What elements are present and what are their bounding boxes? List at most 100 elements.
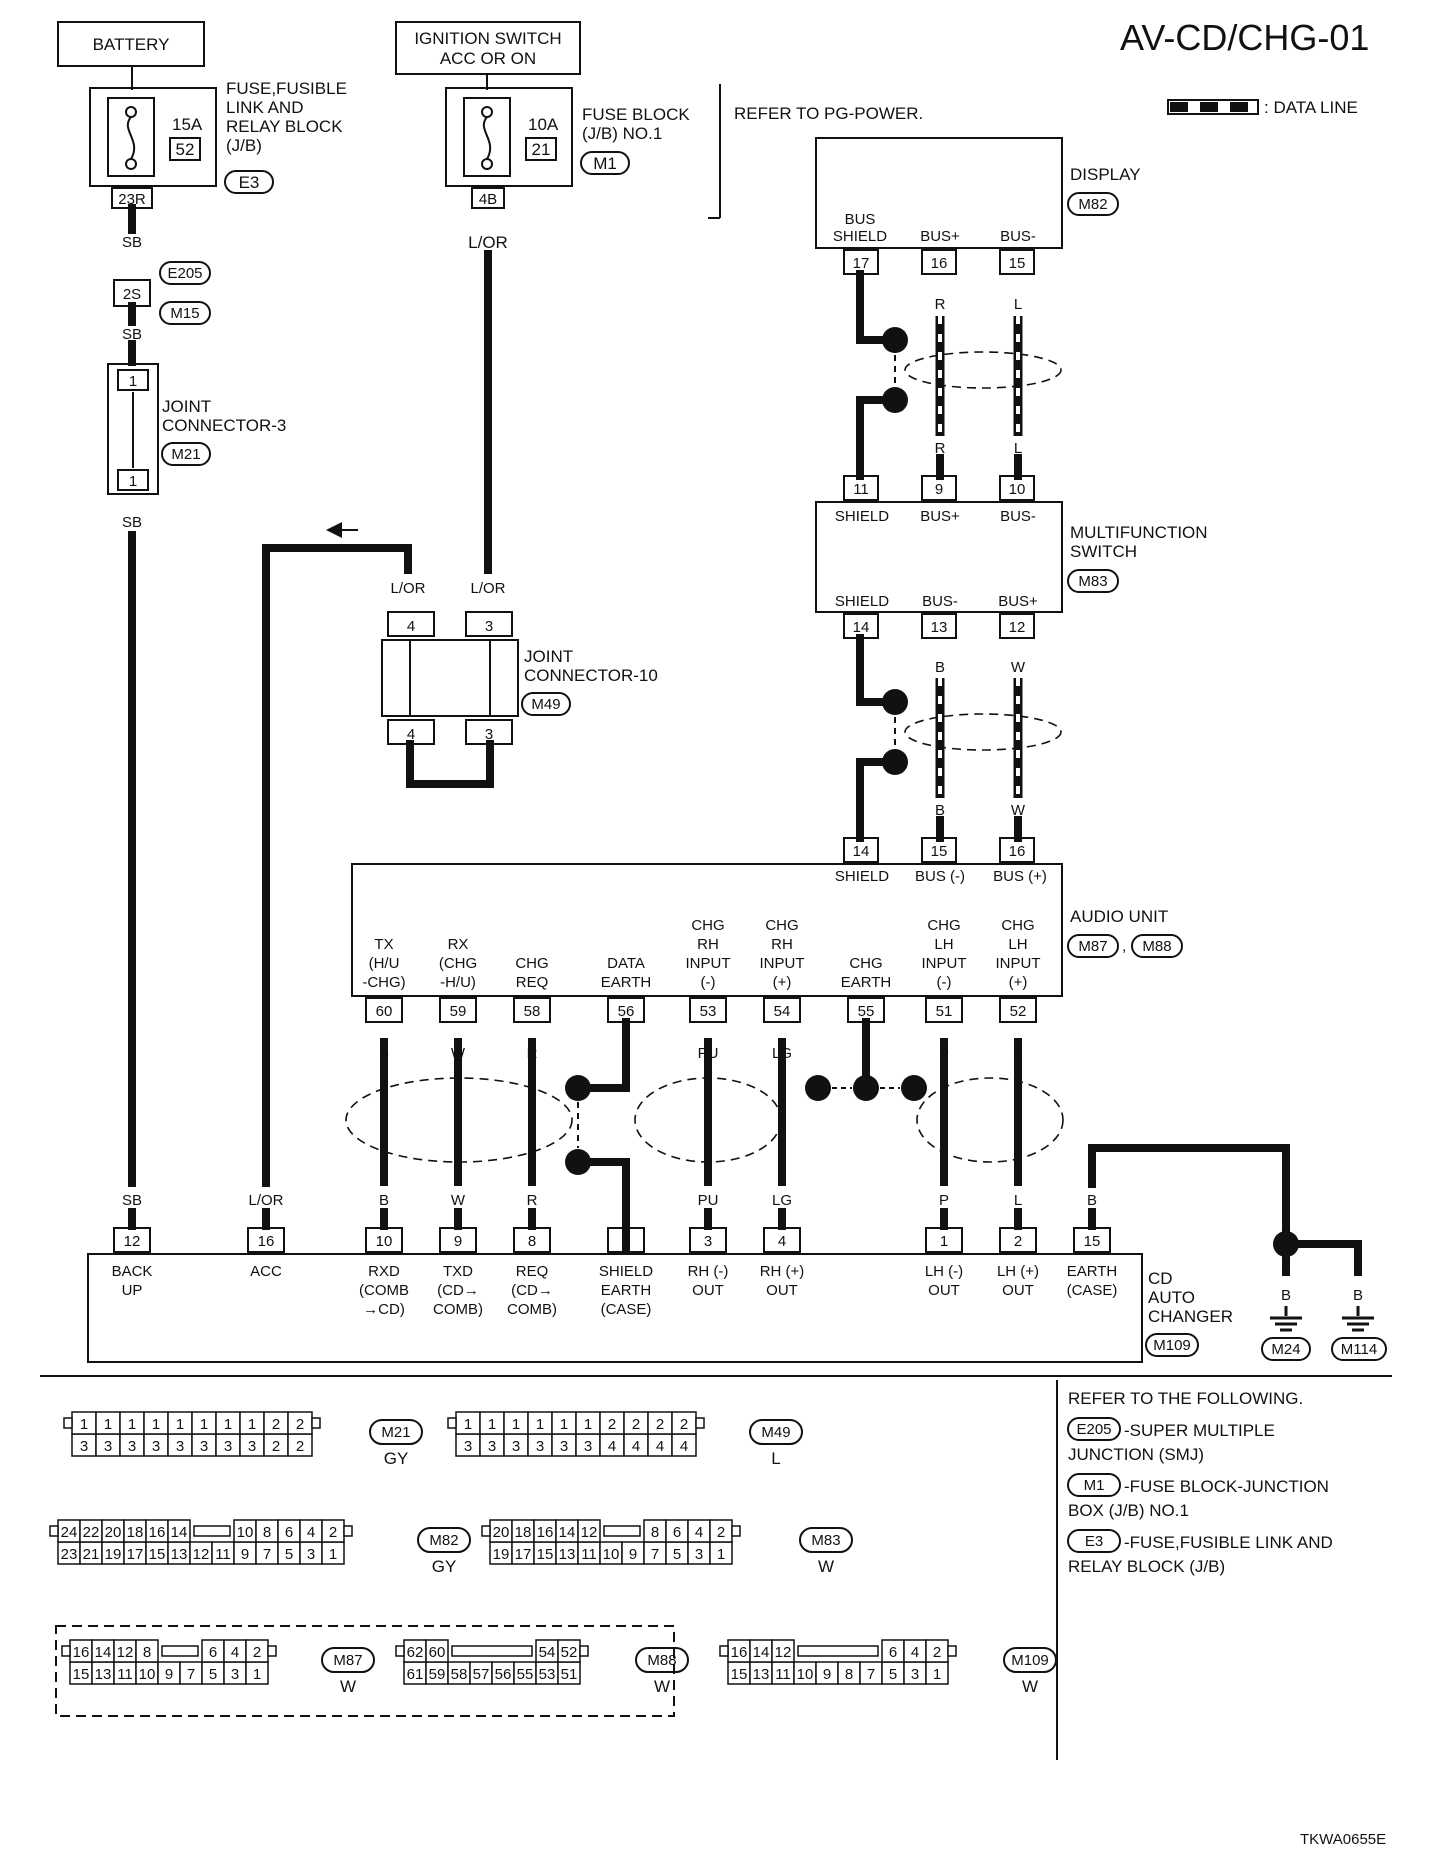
cavity-number: 3 bbox=[128, 1438, 136, 1455]
cavity-number: 15 bbox=[73, 1666, 90, 1683]
audio-pin-label: EARTH bbox=[601, 974, 652, 991]
refer-conn-2: M1 bbox=[1084, 1477, 1105, 1494]
connector-latch bbox=[63, 1417, 73, 1429]
cavity-number: 14 bbox=[559, 1524, 576, 1541]
cavity-number: 4 bbox=[307, 1524, 315, 1541]
diagram-title: AV-CD/CHG-01 bbox=[1120, 17, 1369, 58]
cavity-number: 1 bbox=[248, 1416, 256, 1433]
audio-pin-label: RH bbox=[771, 936, 793, 953]
audio-pin-14: 14 bbox=[853, 843, 870, 860]
mfs-top-shield: SHIELD bbox=[835, 508, 889, 525]
audio-unit: 14 15 16 SHIELD BUS (-) BUS (+) AUDIO UN… bbox=[351, 837, 1183, 1023]
cavity-number: 18 bbox=[127, 1524, 144, 1541]
connector-latch bbox=[49, 1525, 59, 1537]
mfs-pin-11: 11 bbox=[853, 481, 869, 498]
connector-color: W bbox=[340, 1677, 356, 1696]
fuse1-desc-2: LINK AND bbox=[226, 98, 303, 117]
connector-id: M83 bbox=[811, 1532, 840, 1549]
cavity-number: 11 bbox=[775, 1666, 791, 1683]
changer-pin-label: EARTH bbox=[1067, 1263, 1118, 1280]
cavity-number: 19 bbox=[105, 1546, 122, 1563]
cavity-number: 62 bbox=[407, 1644, 424, 1661]
cavity-number: 1 bbox=[933, 1666, 941, 1683]
cavity-number: 1 bbox=[224, 1416, 232, 1433]
cavity-number: 17 bbox=[515, 1546, 532, 1563]
refer-item1-l2: JUNCTION (SMJ) bbox=[1068, 1445, 1204, 1464]
cavity bbox=[771, 1639, 795, 1663]
cavity-number: 1 bbox=[152, 1416, 160, 1433]
wire-b-60: B bbox=[379, 1045, 389, 1062]
ground-symbol-1 bbox=[1270, 1316, 1302, 1332]
audio-pin-label: REQ bbox=[516, 974, 549, 991]
cavity-number: 8 bbox=[845, 1666, 853, 1683]
cavity-number: 7 bbox=[651, 1546, 659, 1563]
wire-color-sb-1: SB bbox=[122, 234, 142, 251]
cd-auto-changer: CD AUTO CHANGER M109 12BACKUP16ACC10RXD(… bbox=[87, 1227, 1233, 1363]
battery-label: BATTERY bbox=[93, 35, 170, 54]
connector-id: M82 bbox=[429, 1532, 458, 1549]
cavity-number: 9 bbox=[165, 1666, 173, 1683]
cavity-number: 6 bbox=[209, 1644, 217, 1661]
refer-item3-l1: -FUSE,FUSIBLE LINK AND bbox=[1124, 1533, 1333, 1552]
cavity bbox=[425, 1639, 449, 1663]
connector-id: M87 bbox=[333, 1652, 362, 1669]
changer-pin-box bbox=[247, 1227, 285, 1253]
cavity-number: 3 bbox=[104, 1438, 112, 1455]
changer-pin-label: LH (-) bbox=[925, 1263, 963, 1280]
connector-id: M49 bbox=[761, 1424, 790, 1441]
cavity-number: 3 bbox=[231, 1666, 239, 1683]
cavity-number: 10 bbox=[237, 1524, 254, 1541]
changer-pin-number: 15 bbox=[1084, 1233, 1101, 1250]
cavity-number: 56 bbox=[495, 1666, 512, 1683]
data-line-legend: : DATA LINE bbox=[1167, 98, 1358, 117]
wire-color-lor-4: L/OR bbox=[248, 1192, 283, 1209]
cavity-number: 1 bbox=[128, 1416, 136, 1433]
connector-id: M21 bbox=[381, 1424, 410, 1441]
inline-conn-1: E205 bbox=[167, 265, 202, 282]
wire-b-15: B bbox=[1087, 1192, 1097, 1209]
cavity-number: 4 bbox=[608, 1438, 616, 1455]
connector-latch bbox=[343, 1525, 353, 1537]
data-line-label: : DATA LINE bbox=[1264, 98, 1358, 117]
wire-lg-54: LG bbox=[772, 1045, 792, 1062]
mfs-audio-bus: B W B W bbox=[856, 634, 1062, 842]
cavity-number: 6 bbox=[673, 1524, 681, 1541]
wire-l-bot: L bbox=[1014, 440, 1022, 457]
ground-conn-2: M114 bbox=[1341, 1341, 1377, 1358]
audio-pin-label: CHG bbox=[515, 955, 548, 972]
connector-key bbox=[603, 1525, 641, 1537]
fuse2-amp: 10A bbox=[528, 115, 559, 134]
cavity-number: 2 bbox=[632, 1416, 640, 1433]
cavity-number: 8 bbox=[143, 1644, 151, 1661]
inline-term: 2S bbox=[123, 286, 141, 303]
cavity-number: 15 bbox=[731, 1666, 748, 1683]
battery-block: BATTERY bbox=[57, 21, 205, 90]
cavity-number: 59 bbox=[429, 1666, 446, 1683]
cavity-number: 1 bbox=[717, 1546, 725, 1563]
cavity-number: 7 bbox=[187, 1666, 195, 1683]
audio-pin-label: (+) bbox=[773, 974, 792, 991]
ground-wire-b-2: B bbox=[1353, 1287, 1363, 1304]
wire-w-59: W bbox=[451, 1045, 466, 1062]
fuse1-term: 23R bbox=[118, 191, 146, 208]
cavity-number: 17 bbox=[127, 1546, 144, 1563]
changer-pin-label: →CD) bbox=[363, 1301, 405, 1318]
joint10-t4-bot: 4 bbox=[407, 726, 415, 743]
changer-pin-label: UP bbox=[122, 1282, 143, 1299]
cavity-number: 5 bbox=[209, 1666, 217, 1683]
connector-latch bbox=[579, 1645, 589, 1657]
cavity-number: 61 bbox=[407, 1666, 424, 1683]
changer-pin-label: LH (+) bbox=[997, 1263, 1039, 1280]
cavity-number: 4 bbox=[632, 1438, 640, 1455]
cavity-number: 14 bbox=[171, 1524, 188, 1541]
cavity-number: 11 bbox=[581, 1546, 597, 1563]
display-mfs-bus: R L R L bbox=[856, 270, 1062, 480]
cavity-number: 6 bbox=[285, 1524, 293, 1541]
cavity-number: 2 bbox=[680, 1416, 688, 1433]
mfs-name-1: MULTIFUNCTION bbox=[1070, 523, 1208, 542]
wire-r-58: R bbox=[527, 1045, 538, 1062]
figure-id: TKWA0655E bbox=[1300, 1831, 1386, 1848]
